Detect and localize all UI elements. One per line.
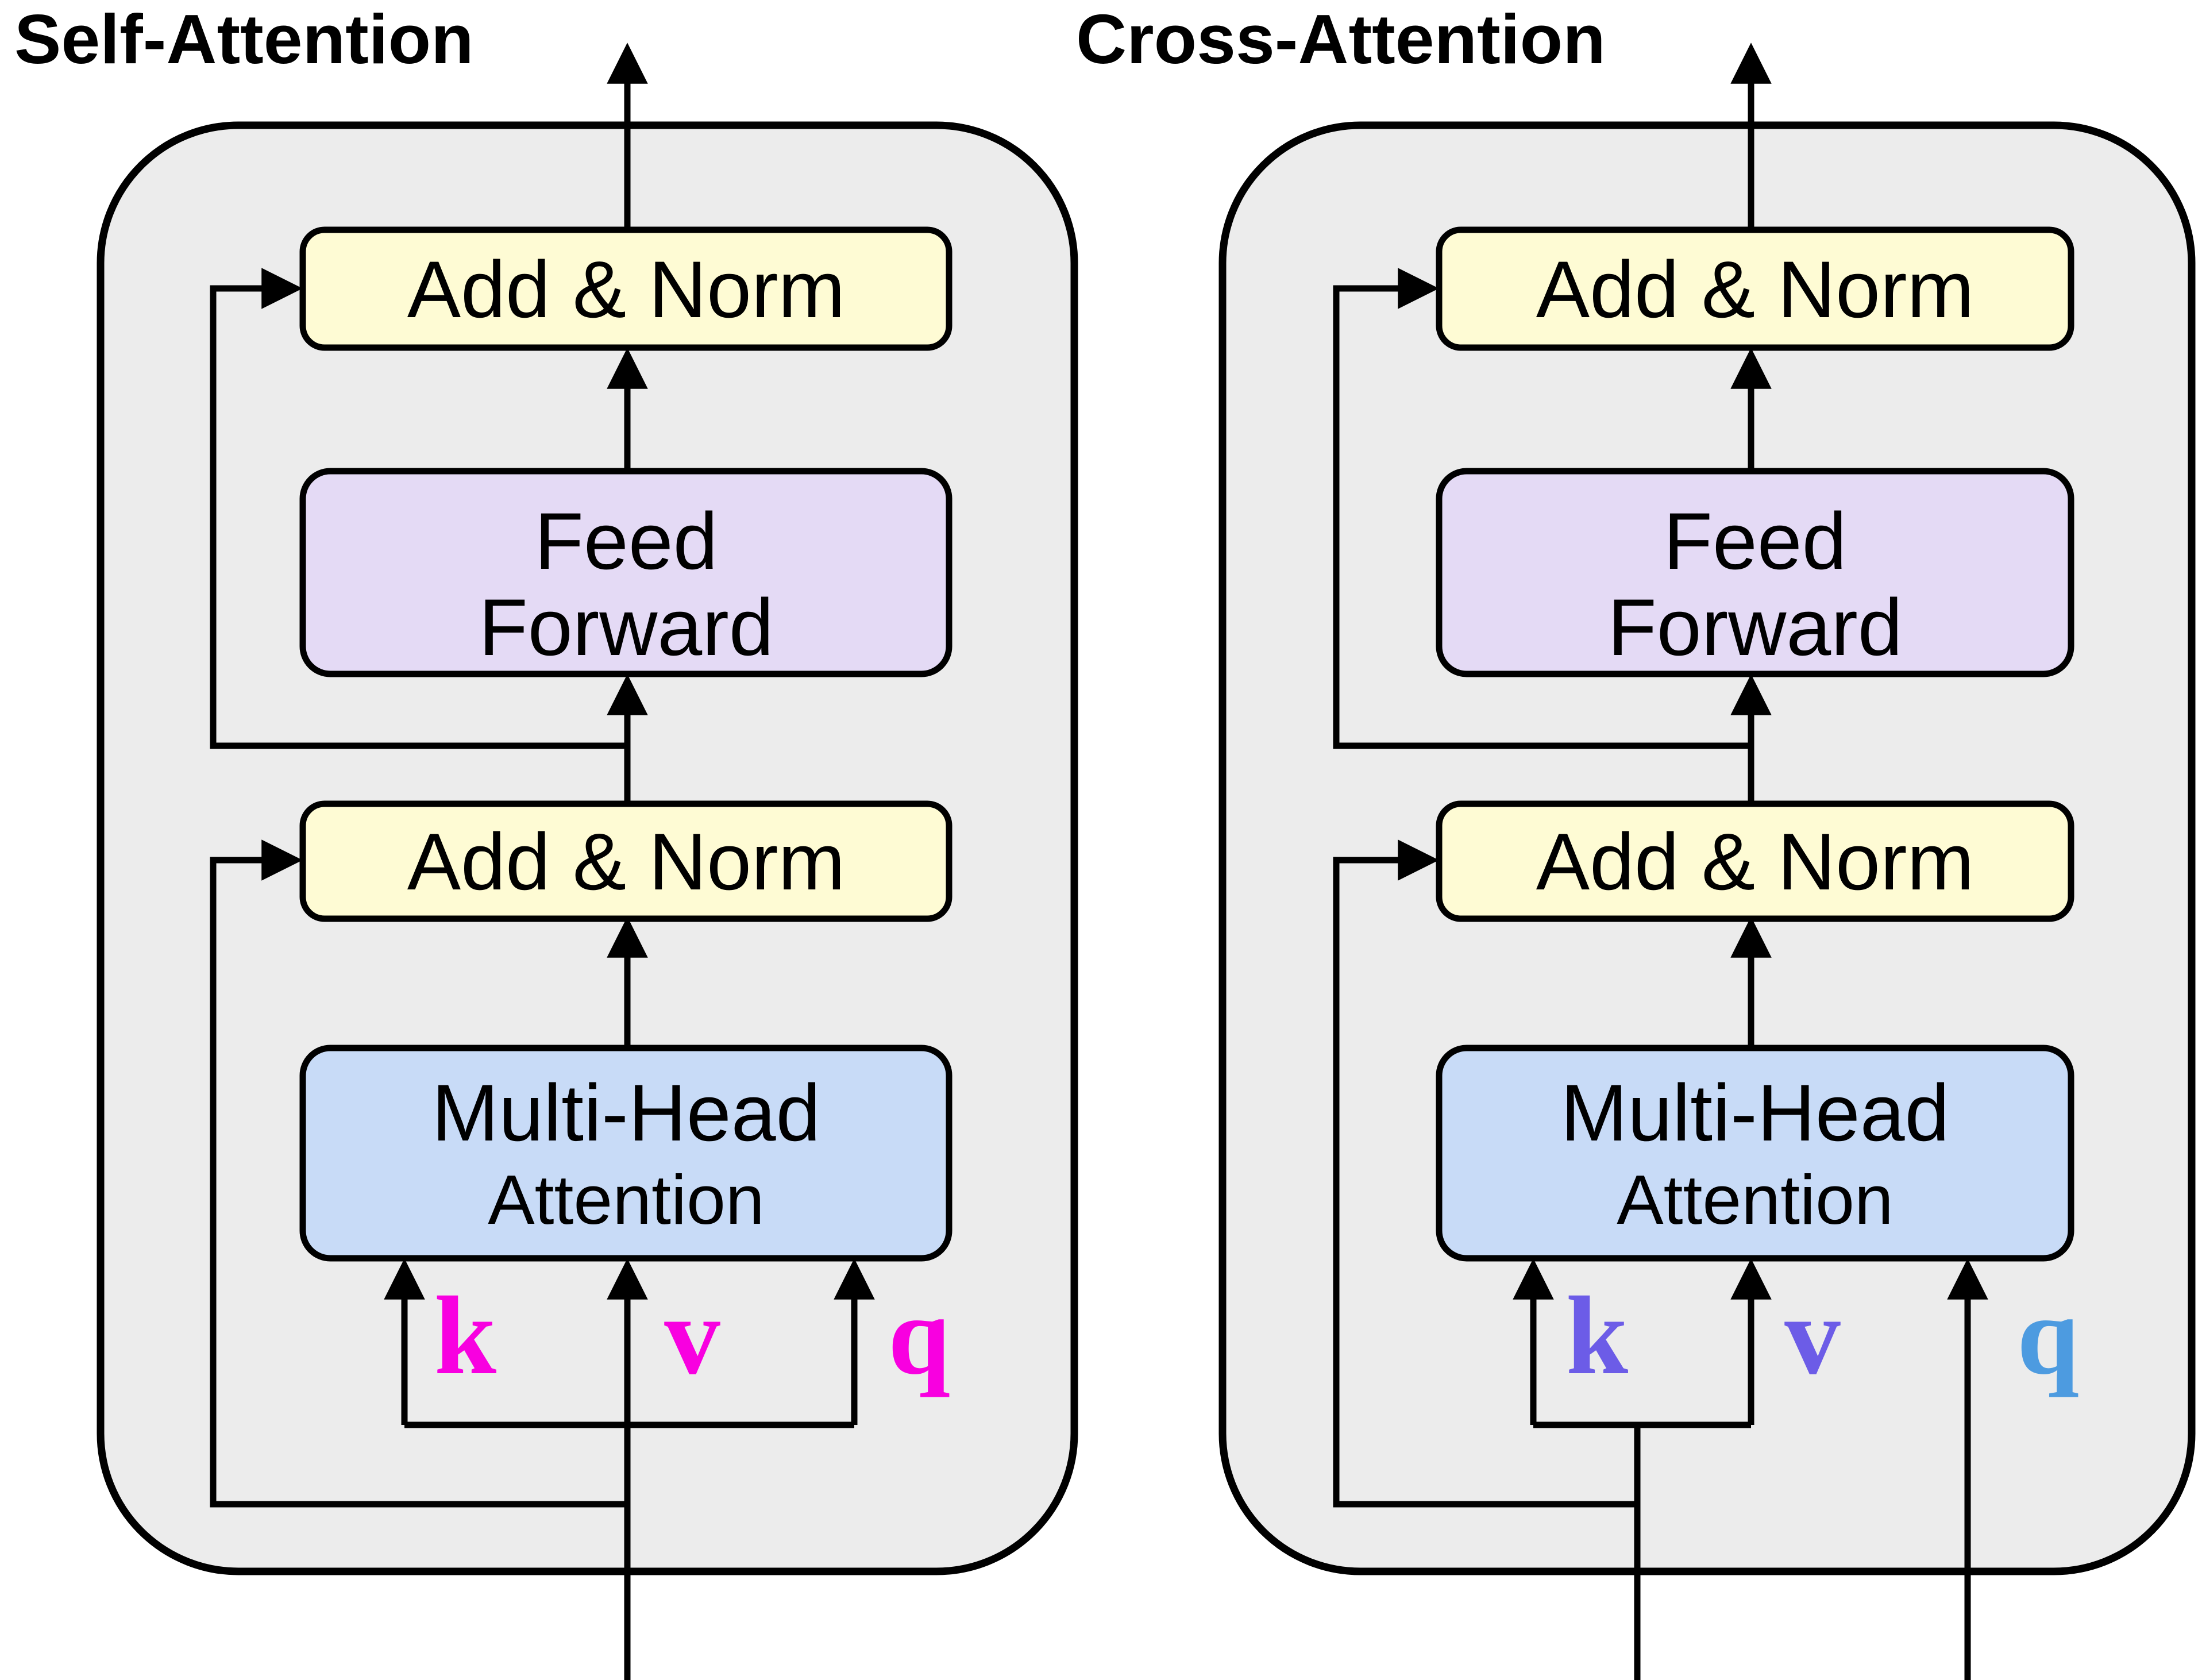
self-feed-forward-block xyxy=(299,468,952,677)
cross-residual-skip-attention xyxy=(1333,839,1637,1508)
self-add-norm-mid-block xyxy=(299,800,952,922)
self-add-norm-mid-label: Add & Norm xyxy=(407,816,845,907)
cross-multi-head-attention-block xyxy=(1436,1045,2074,1262)
self-multi-head-attention-block xyxy=(299,1045,952,1262)
cross-residual-skip-feedforward xyxy=(1333,268,1751,749)
cross-add-norm-mid-block xyxy=(1436,800,2074,922)
self-attention-title: Self-Attention xyxy=(14,0,474,78)
cross-add-norm-mid-label: Add & Norm xyxy=(1536,816,1974,907)
self-add-norm-top-label: Add & Norm xyxy=(407,244,845,334)
cross-k-label: k xyxy=(1566,1274,1629,1398)
cross-add-norm-top-block xyxy=(1436,226,2074,351)
self-k-label: k xyxy=(434,1274,497,1398)
cross-attention-diagram: Cross-Attention Add & Norm Feed Forward … xyxy=(1076,0,2196,1680)
self-feed-forward-label-line1: Feed xyxy=(534,496,718,586)
cross-add-norm-top-label: Add & Norm xyxy=(1536,244,1974,334)
self-residual-skip-feedforward xyxy=(210,268,627,749)
self-mha-label-line1: Multi-Head xyxy=(432,1068,821,1158)
cross-feed-forward-block xyxy=(1436,468,2074,677)
self-attention-diagram: Self-Attention Add & Norm Feed Forward A… xyxy=(14,0,1078,1680)
cross-feed-forward-label-line2: Forward xyxy=(1607,582,1902,672)
cross-mha-label-line1: Multi-Head xyxy=(1561,1068,1950,1158)
self-residual-skip-attention xyxy=(210,839,627,1508)
self-q-label: q xyxy=(888,1274,950,1398)
cross-attention-title: Cross-Attention xyxy=(1076,0,1606,78)
cross-mha-label-line2: Attention xyxy=(1617,1161,1894,1239)
cross-v-label: v xyxy=(1784,1274,1841,1398)
self-add-norm-top-block xyxy=(299,226,952,351)
cross-feed-forward-label-line1: Feed xyxy=(1663,496,1846,586)
self-v-label: v xyxy=(664,1274,720,1398)
self-mha-label-line2: Attention xyxy=(488,1161,765,1239)
self-feed-forward-label-line2: Forward xyxy=(479,582,773,672)
cross-q-label: q xyxy=(2017,1274,2079,1398)
